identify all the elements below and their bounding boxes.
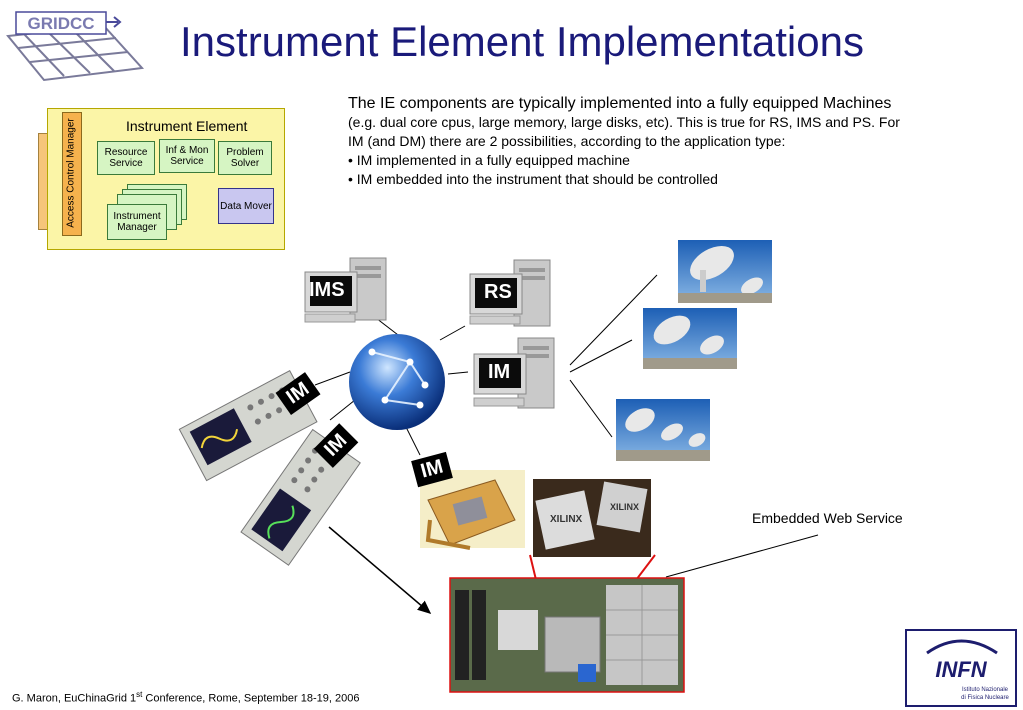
network-globe-icon xyxy=(349,334,445,430)
svg-text:GRIDCC: GRIDCC xyxy=(27,14,94,33)
bullet-item-1: • IM implemented in a fully equipped mac… xyxy=(348,152,630,168)
footer-text-post: Conference, Rome, September 18-19, 2006 xyxy=(142,692,360,705)
bullet-item-2: • IM embedded into the instrument that s… xyxy=(348,171,718,187)
infn-logo-graphic: INFN Istituto Nazionale di Fisica Nuclea… xyxy=(926,639,1010,701)
description-text: The IE components are typically implemen… xyxy=(348,94,908,189)
description-intro: The IE components are typically implemen… xyxy=(348,95,892,112)
description-detail: (e.g. dual core cpus, large memory, larg… xyxy=(348,114,900,149)
access-control-bar xyxy=(62,112,82,236)
fpga-chip-photo: XILINX XILINX xyxy=(533,479,651,557)
im-computer-icon xyxy=(473,337,555,409)
svg-text:XILINX: XILINX xyxy=(610,502,639,512)
infn-letters: INFN xyxy=(935,657,987,682)
instrument-manager-box: Instrument Manager xyxy=(107,204,167,240)
ims-label: IMS xyxy=(309,279,345,301)
infmon-service-box: Inf & Mon Service xyxy=(159,139,215,173)
telescope-photo-1 xyxy=(678,240,772,303)
svg-text:XILINX: XILINX xyxy=(550,514,583,525)
problem-solver-box: Problem Solver xyxy=(218,141,272,175)
resource-service-box: Resource Service xyxy=(97,141,155,175)
page-title: Instrument Element Implementations xyxy=(180,18,864,65)
rs-label: RS xyxy=(484,281,512,303)
telescope-photo-2 xyxy=(643,308,737,369)
instrument-element-title: Instrument Element xyxy=(126,118,248,134)
footer-citation: G. Maron, EuChinaGrid 1st Conference, Ro… xyxy=(12,690,359,705)
infn-logo: INFN Istituto Nazionale di Fisica Nuclea… xyxy=(905,629,1017,707)
footer-text-sup: st xyxy=(136,690,143,699)
telescope-photo-3 xyxy=(616,399,710,461)
embedded-web-service-label: Embedded Web Service xyxy=(752,510,903,526)
gridcc-logo: GRIDCC xyxy=(6,11,145,82)
rs-computer-icon xyxy=(469,259,551,327)
pci-card-icon xyxy=(420,470,525,550)
footer-text-pre: G. Maron, EuChinaGrid 1 xyxy=(12,692,137,705)
infn-line-1: Istituto Nazionale xyxy=(962,687,1009,693)
ims-computer-icon xyxy=(304,257,387,323)
infn-line-2: di Fisica Nucleare xyxy=(961,695,1009,701)
circuit-board-photo xyxy=(449,577,685,693)
im-label: IM xyxy=(488,361,511,383)
data-mover-box: Data Mover xyxy=(218,188,274,224)
